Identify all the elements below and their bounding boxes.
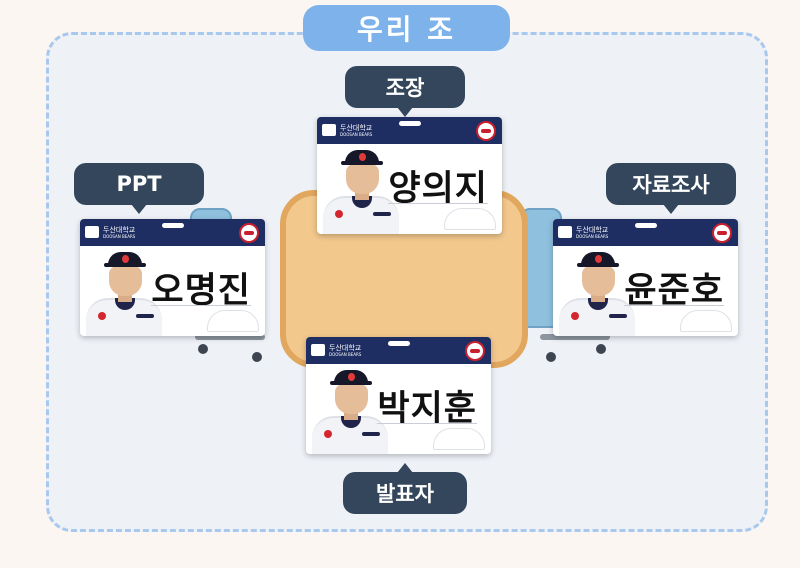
team-emblem-icon [712,223,732,243]
player-photo [321,148,399,234]
player-photo [84,250,162,336]
player-photo [557,250,635,336]
school-name-ko: 두산대학교 [103,226,136,234]
stadium-watermark [444,208,496,230]
school-name-en: DOOSAN BEARS [329,352,362,357]
role-bubble-ppt: PPT [74,163,204,214]
school-name-ko: 두산대학교 [576,226,609,234]
card-school-name: 두산대학교 DOOSAN BEARS [103,226,135,239]
team-emblem-icon [465,341,485,361]
card-school-name: 두산대학교 DOOSAN BEARS [340,124,372,137]
role-label: PPT [116,172,162,196]
chair-wheel [596,344,606,354]
stadium-watermark [433,428,485,450]
card-header: 두산대학교 DOOSAN BEARS [553,219,738,246]
school-name-ko: 두산대학교 [329,344,362,352]
player-photo [310,368,388,454]
member-name: 양의지 [388,169,488,209]
school-logo-icon [85,226,99,238]
role-bubble-presenter: 발표자 [343,463,467,514]
name-card-research: 두산대학교 DOOSAN BEARS 윤준호 [553,219,738,336]
school-logo-icon [558,226,572,238]
lanyard-slot [161,223,184,228]
page-title: 우리 조 [356,13,457,46]
team-emblem-icon [239,223,259,243]
school-name-en: DOOSAN BEARS [576,234,609,239]
stadium-watermark [207,310,259,332]
name-card-leader: 두산대학교 DOOSAN BEARS 양의지 [317,117,502,234]
card-divider [624,305,724,306]
chair-wheel [546,352,556,362]
card-header: 두산대학교 DOOSAN BEARS [306,337,491,364]
role-bubble-research: 자료조사 [606,163,736,214]
card-divider [377,423,477,424]
name-card-ppt: 두산대학교 DOOSAN BEARS 오명진 [80,219,265,336]
member-name: 윤준호 [624,271,724,311]
card-school-name: 두산대학교 DOOSAN BEARS [329,344,361,357]
name-card-presenter: 두산대학교 DOOSAN BEARS 박지훈 [306,337,491,454]
role-label: 자료조사 [632,173,710,197]
title-pill: 우리 조 [303,5,510,51]
lanyard-slot [387,341,410,346]
school-logo-icon [311,344,325,356]
chair-left-base [195,334,265,340]
school-name-en: DOOSAN BEARS [340,132,373,137]
chair-right-base [540,334,610,340]
school-logo-icon [322,124,336,136]
role-label: 조장 [385,76,425,100]
member-name: 오명진 [151,271,251,311]
lanyard-slot [634,223,657,228]
school-name-en: DOOSAN BEARS [103,234,136,239]
lanyard-slot [398,121,421,126]
role-label: 발표자 [376,482,434,506]
chair-wheel [198,344,208,354]
stadium-watermark [680,310,732,332]
team-emblem-icon [476,121,496,141]
chair-wheel [252,352,262,362]
card-divider [388,203,488,204]
role-bubble-leader: 조장 [345,66,465,117]
school-name-ko: 두산대학교 [340,124,373,132]
member-name: 박지훈 [377,389,477,429]
card-divider [151,305,251,306]
card-school-name: 두산대학교 DOOSAN BEARS [576,226,608,239]
card-header: 두산대학교 DOOSAN BEARS [317,117,502,144]
card-header: 두산대학교 DOOSAN BEARS [80,219,265,246]
